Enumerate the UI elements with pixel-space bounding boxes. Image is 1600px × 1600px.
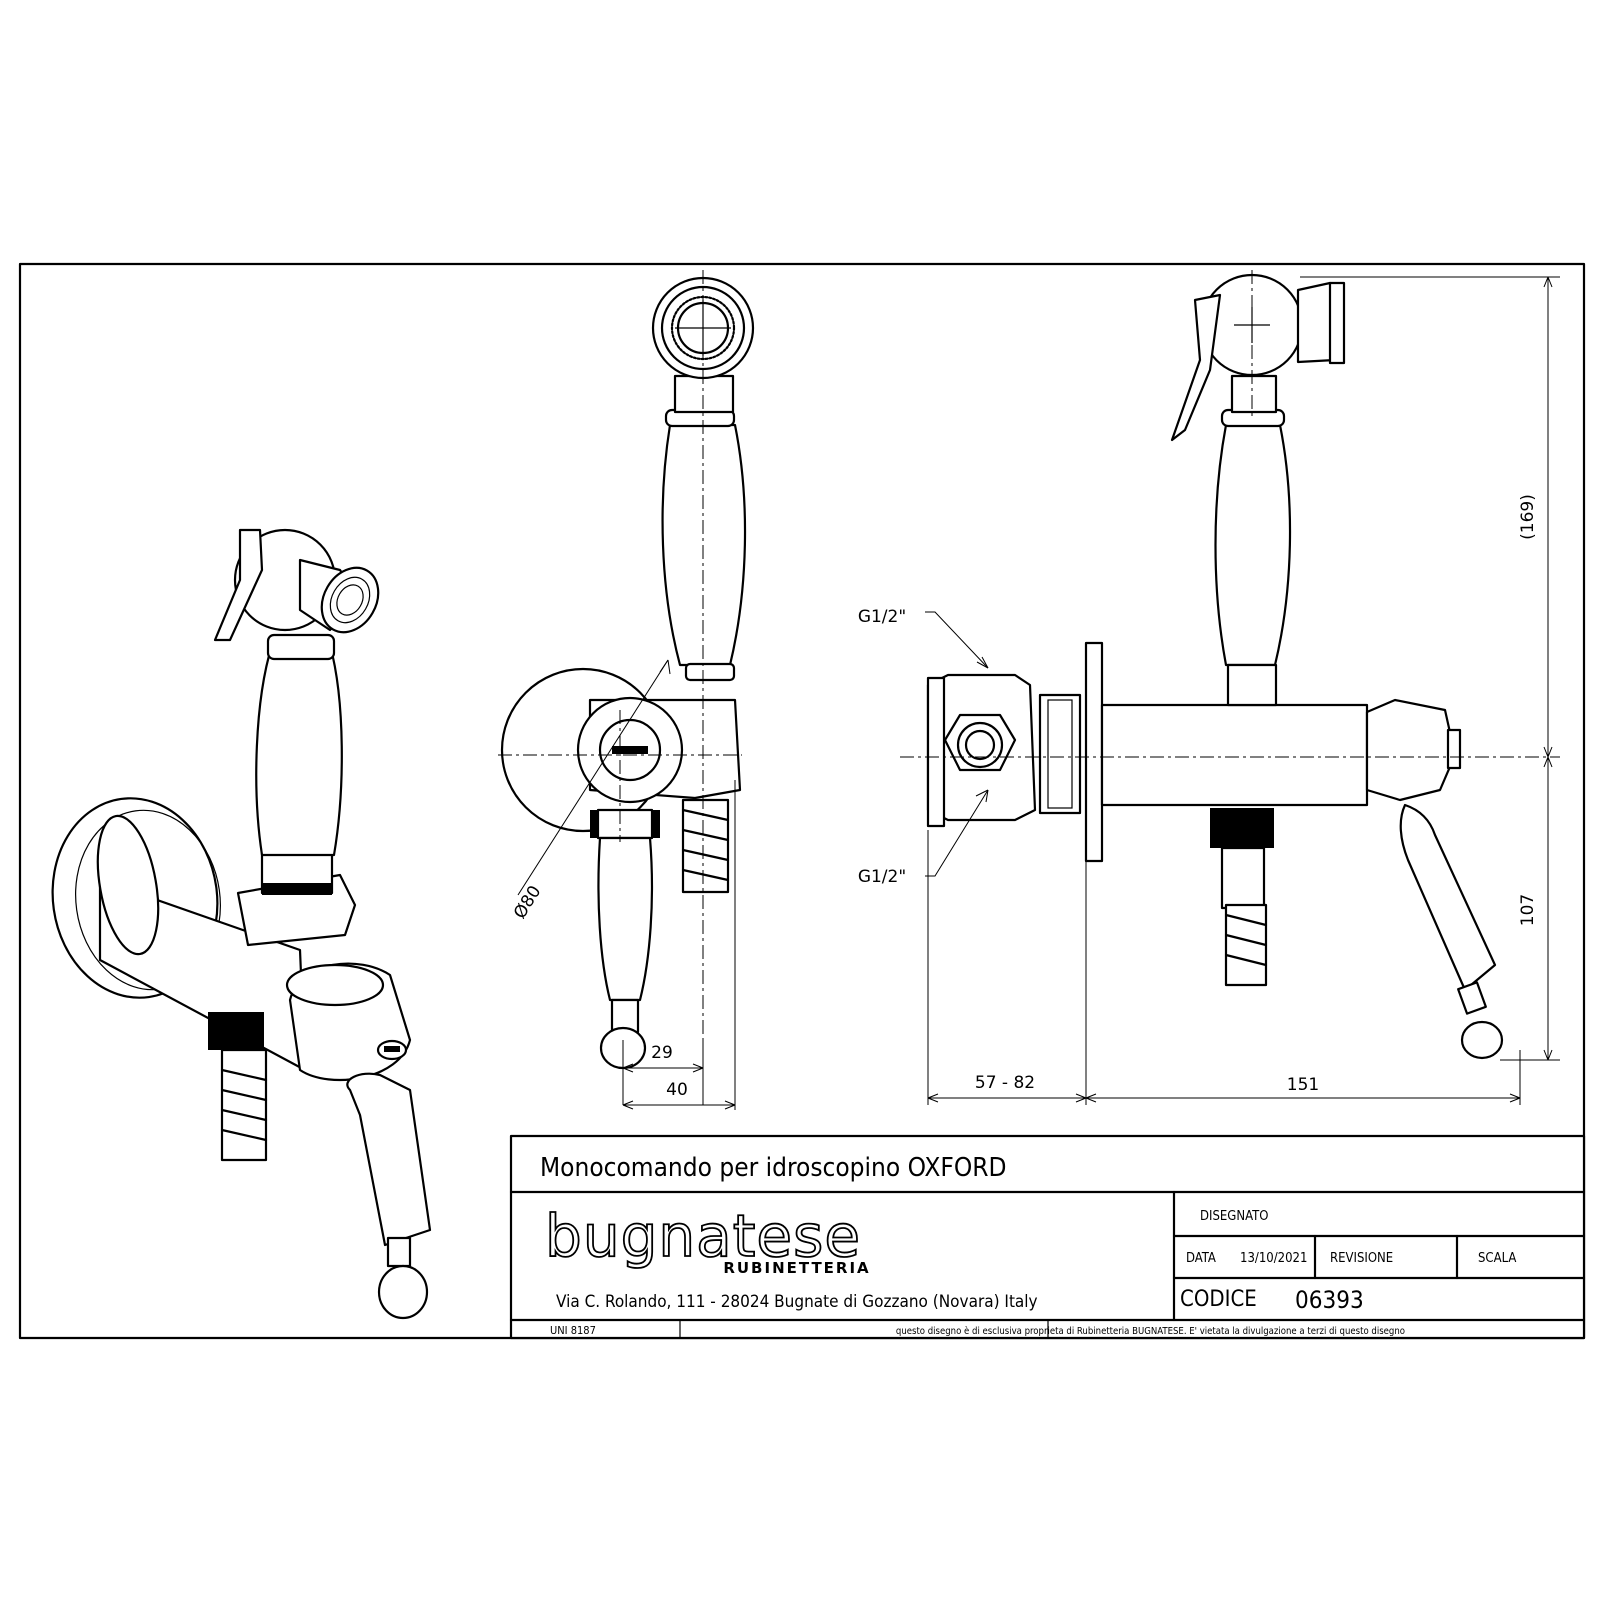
brand-subtitle: RUBINETTERIA [723, 1259, 870, 1277]
scala-label: SCALA [1478, 1251, 1516, 1266]
codice-label: CODICE [1180, 1287, 1257, 1312]
dim-151: 151 [1287, 1075, 1319, 1095]
data-label: DATA [1186, 1251, 1216, 1266]
dim-169: (169) [1518, 494, 1538, 540]
dim-57-82: 57 - 82 [975, 1073, 1035, 1093]
front-view [498, 270, 755, 1110]
company-address: Via C. Rolando, 111 - 28024 Bugnate di G… [556, 1292, 1038, 1312]
dim-diameter-80: Ø80 [510, 882, 546, 922]
disegnato-label: DISEGNATO [1200, 1209, 1268, 1224]
dim-107: 107 [1518, 894, 1538, 926]
title-block [509, 1134, 1586, 1340]
dim-thread-top: G1/2" [858, 607, 906, 627]
property-notice: questo disegno è di esclusiva proprieta … [896, 1326, 1405, 1337]
dim-29: 29 [651, 1043, 673, 1063]
side-view [900, 270, 1560, 1105]
brand-logo: bugnatese [545, 1202, 861, 1270]
dim-thread-bottom: G1/2" [858, 867, 906, 887]
data-value: 13/10/2021 [1240, 1251, 1307, 1266]
dim-40: 40 [666, 1080, 688, 1100]
isometric-view [51, 528, 432, 1320]
revisione-label: REVISIONE [1330, 1251, 1393, 1266]
drawing-title: Monocomando per idroscopino OXFORD [540, 1153, 1007, 1183]
codice-value: 06393 [1295, 1286, 1364, 1314]
standard-reference: UNI 8187 [550, 1324, 596, 1337]
